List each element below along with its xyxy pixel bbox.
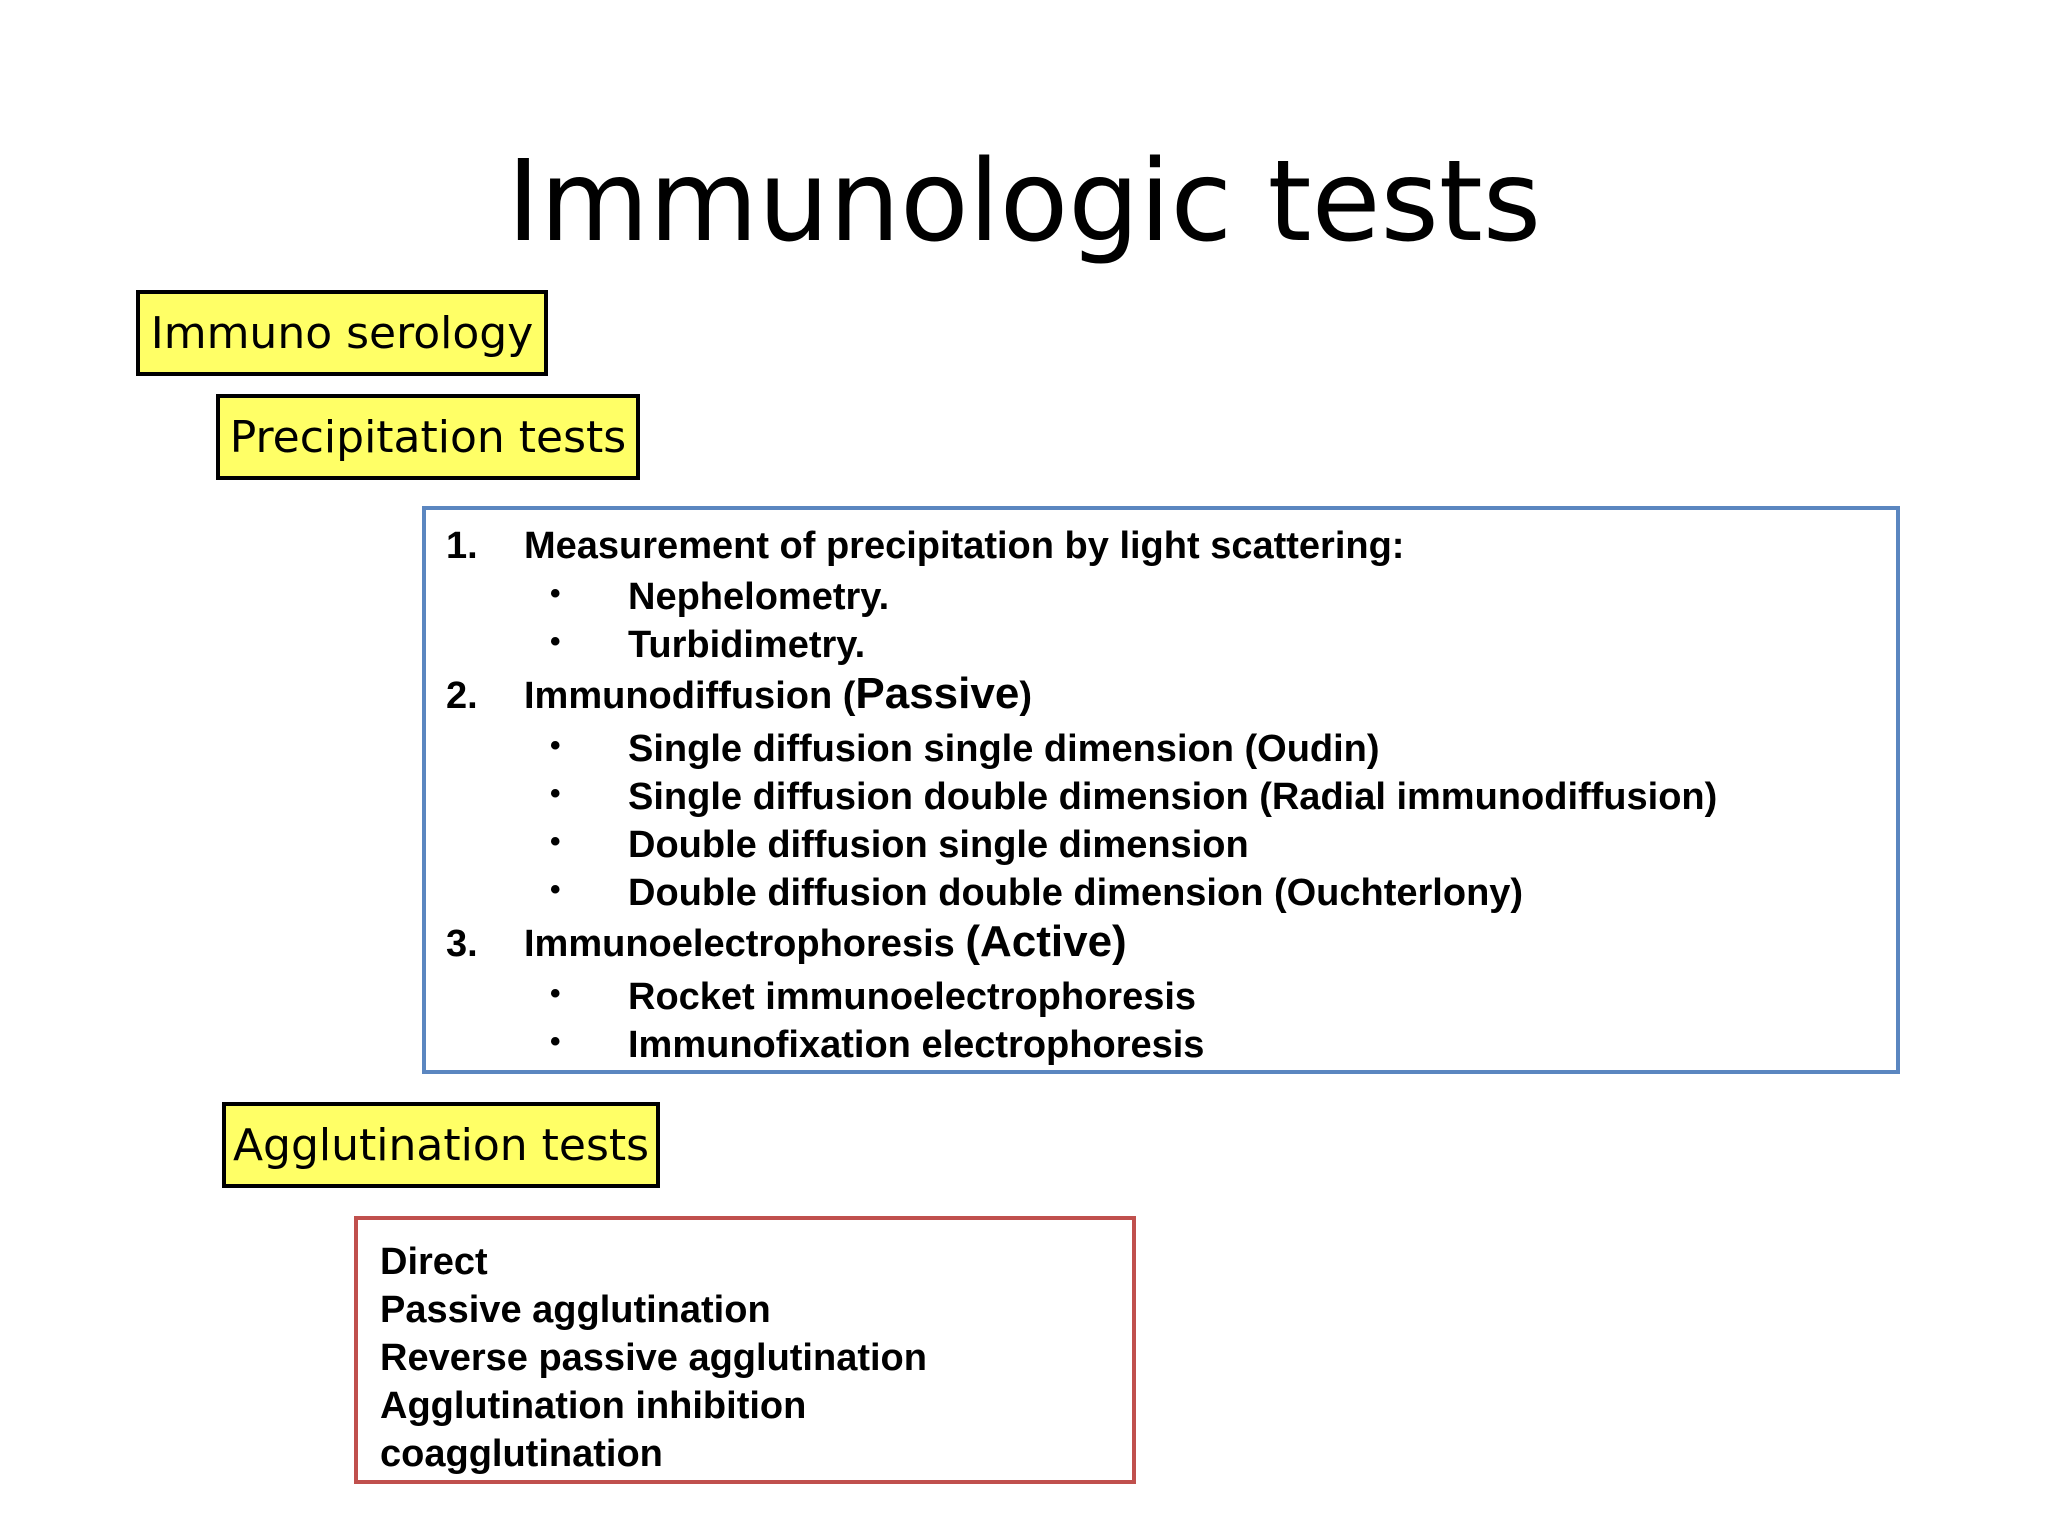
bullet-icon: • [550, 729, 561, 762]
agglut-item-coagglutination: coagglutination [380, 1433, 663, 1475]
bullet-text: Double diffusion single dimension [628, 824, 1249, 866]
bullet-text: Single diffusion double dimension (Radia… [628, 776, 1718, 818]
label-precipitation-tests: Precipitation tests [216, 394, 640, 480]
slide-title: Immunologic tests [506, 137, 1542, 267]
label-immuno-serology: Immuno serology [136, 290, 548, 376]
bullet-text: Nephelometry. [628, 576, 890, 618]
bullet-icon: • [550, 1025, 561, 1058]
agglut-item-direct: Direct [380, 1241, 488, 1283]
agglutination-list-box: Direct Passive agglutination Reverse pas… [354, 1216, 1136, 1484]
bullet-icon: • [550, 873, 561, 906]
precip-item-1-bullet-1: • Nephelometry. [550, 570, 889, 621]
agglut-item-reverse-passive: Reverse passive agglutination [380, 1337, 927, 1379]
bullet-text: Double diffusion double dimension (Oucht… [628, 872, 1524, 914]
precip-item-1-bullet-2: • Turbidimetry. [550, 618, 865, 669]
precip-item-2-number: 2. [446, 675, 478, 717]
precip-item-2-bullet-1: • Single diffusion single dimension (Oudi… [550, 722, 1380, 773]
precip-item-3-emphasis: (Active) [965, 917, 1127, 966]
precip-item-3-bullet-2: • Immunofixation electrophoresis [550, 1018, 1204, 1069]
bullet-icon: • [550, 577, 561, 610]
precip-item-1-text: Measurement of precipitation by light sc… [524, 525, 1405, 567]
precip-item-1-number: 1. [446, 525, 478, 567]
label-immuno-serology-text: Immuno serology [150, 307, 534, 359]
label-precipitation-tests-text: Precipitation tests [229, 411, 627, 463]
bullet-text: Immunofixation electrophoresis [628, 1024, 1205, 1066]
precip-item-2-emphasis: Passive [855, 669, 1020, 718]
precip-item-2-bullet-3: • Double diffusion single dimension [550, 818, 1249, 869]
bullet-text: Turbidimetry. [628, 624, 866, 666]
precip-item-2-bullet-4: • Double diffusion double dimension (Ouch… [550, 866, 1523, 917]
precipitation-list-box: 1. Measurement of precipitation by light … [422, 506, 1900, 1074]
precip-item-2-bullet-2: • Single diffusion double dimension (Radi… [550, 770, 1717, 821]
precip-item-2: 2. Immunodiffusion (Passive) [446, 670, 1032, 720]
bullet-icon: • [550, 825, 561, 858]
label-agglutination-tests-text: Agglutination tests [232, 1119, 650, 1171]
agglut-item-passive: Passive agglutination [380, 1289, 771, 1331]
bullet-text: Single diffusion single dimension (Oudin… [628, 728, 1380, 770]
precip-item-3: 3. Immunoelectrophoresis (Active) [446, 918, 1127, 968]
precip-item-3-number: 3. [446, 923, 478, 965]
precip-item-2-text: Immunodiffusion ( [524, 675, 856, 717]
bullet-icon: • [550, 977, 561, 1010]
label-agglutination-tests: Agglutination tests [222, 1102, 660, 1188]
agglut-item-inhibition: Agglutination inhibition [380, 1385, 807, 1427]
bullet-icon: • [550, 625, 561, 658]
precip-item-2-suffix: ) [1019, 675, 1032, 717]
bullet-icon: • [550, 777, 561, 810]
precip-item-3-text: Immunoelectrophoresis [524, 923, 966, 965]
precip-item-3-bullet-1: • Rocket immunoelectrophoresis [550, 970, 1196, 1021]
precip-item-1: 1. Measurement of precipitation by light … [446, 522, 1404, 570]
bullet-text: Rocket immunoelectrophoresis [628, 976, 1197, 1018]
